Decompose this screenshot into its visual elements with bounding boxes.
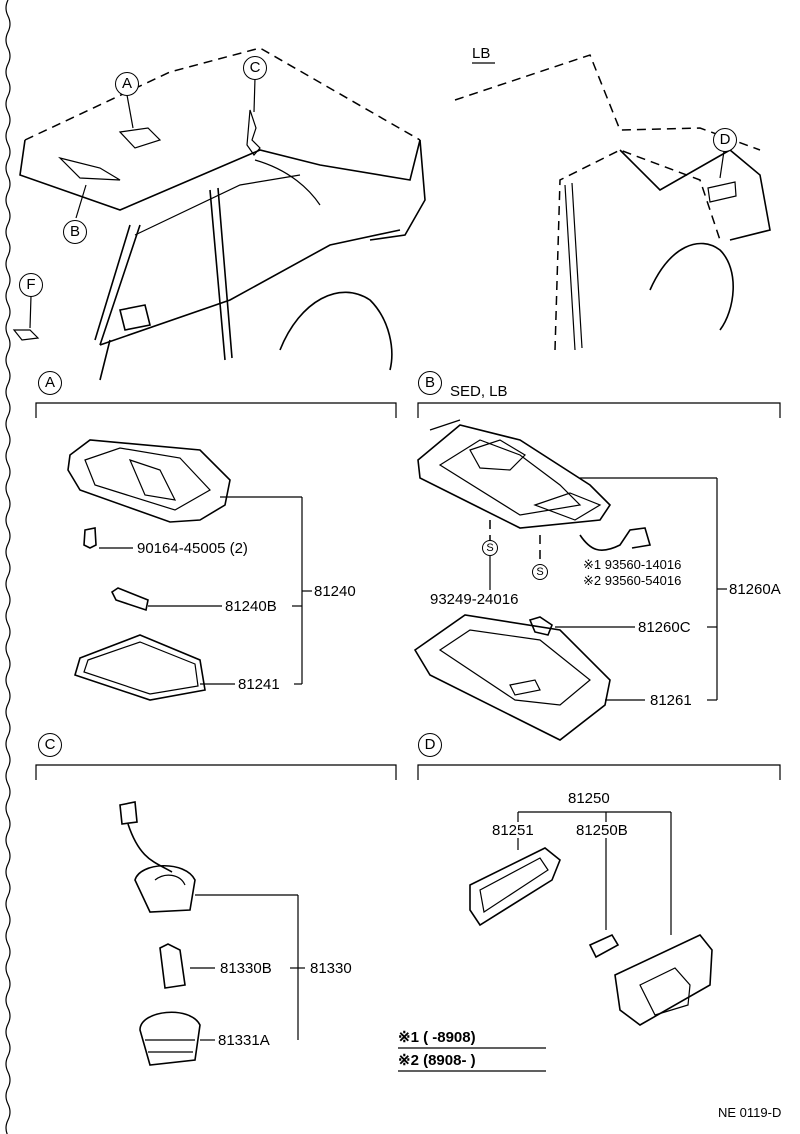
callout-f: F <box>19 273 43 297</box>
section-b-title: SED, LB <box>450 383 508 400</box>
part-81250b: 81250B <box>576 822 628 839</box>
part-81241: 81241 <box>238 676 280 693</box>
section-d-bracket <box>417 764 781 780</box>
callout-a: A <box>115 72 139 96</box>
section-a-marker: A <box>38 371 62 395</box>
callout-b: B <box>63 220 87 244</box>
section-c-drawing <box>119 801 305 1066</box>
liftback-overview <box>454 54 771 351</box>
legend-note-2: ※2 (8908- ) <box>398 1052 476 1069</box>
section-c-bracket <box>35 764 397 780</box>
section-a-bracket <box>35 402 397 418</box>
stud-symbol-1: S <box>482 540 498 556</box>
section-c-marker: C <box>38 733 62 757</box>
section-d-drawing <box>398 811 713 1072</box>
section-b-bracket <box>417 402 781 418</box>
part-81330b: 81330B <box>220 960 272 977</box>
part-81260a: 81260A <box>729 581 781 598</box>
callout-d: D <box>713 128 737 152</box>
part-81260c: 81260C <box>638 619 691 636</box>
part-81261: 81261 <box>650 692 692 709</box>
diagram-code: NE 0119-D <box>718 1105 782 1120</box>
callout-c: C <box>243 56 267 80</box>
section-a-drawing <box>67 439 312 701</box>
section-b-marker: B <box>418 371 442 395</box>
part-93560-54016: ※2 93560-54016 <box>583 573 682 588</box>
part-81251: 81251 <box>492 822 534 839</box>
legend-note-1: ※1 ( -8908) <box>398 1029 476 1046</box>
part-81250: 81250 <box>568 790 610 807</box>
part-93249-24016: 93249-24016 <box>430 591 519 608</box>
section-d-marker: D <box>418 733 442 757</box>
lb-label: LB <box>472 45 491 62</box>
part-93560-14016: ※1 93560-14016 <box>583 557 682 572</box>
left-border <box>5 0 11 1134</box>
part-90164-45005: 90164-45005 (2) <box>137 540 248 557</box>
part-81330: 81330 <box>310 960 352 977</box>
sedan-overview <box>12 47 426 381</box>
part-81240: 81240 <box>314 583 356 600</box>
part-81240b: 81240B <box>225 598 277 615</box>
part-81331a: 81331A <box>218 1032 270 1049</box>
section-b-drawing <box>413 419 727 741</box>
stud-symbol-2: S <box>532 564 548 580</box>
